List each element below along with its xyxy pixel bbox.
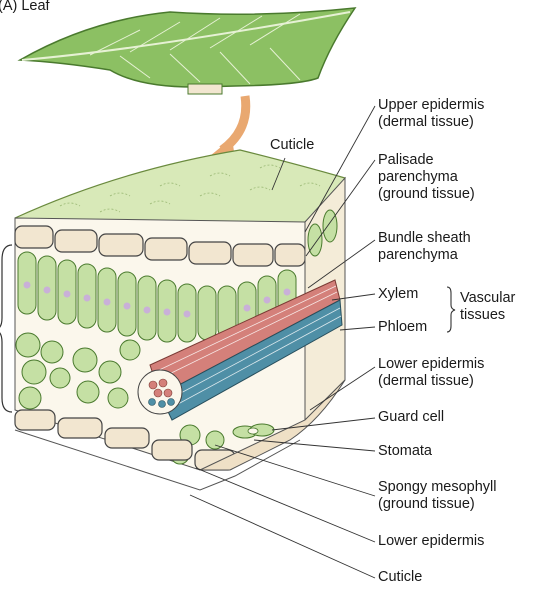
vascular-bracket [447, 287, 455, 332]
label-guard-cell: Guard cell [378, 409, 444, 426]
label-upper-epidermis: Upper epidermis (dermal tissue) [378, 97, 484, 131]
label-bundle-sheath: Bundle sheath parenchyma [378, 230, 471, 264]
label-vascular-tissues: Vascular tissues [460, 290, 515, 324]
label-spongy-mesophyll: Spongy mesophyll (ground tissue) [378, 479, 497, 513]
label-stomata: Stomata [378, 443, 432, 460]
label-lower-epidermis: Lower epidermis [378, 533, 484, 550]
label-cuticle-bottom: Cuticle [378, 569, 422, 586]
panel-label: (A) Leaf [0, 0, 50, 15]
label-palisade-parenchyma: Palisade parenchyma (ground tissue) [378, 152, 475, 203]
label-phloem: Phloem [378, 319, 427, 336]
mesophyll-bracket [0, 245, 12, 412]
label-lower-epidermis-dermal: Lower epidermis (dermal tissue) [378, 356, 484, 390]
leaf-illustration [20, 8, 355, 94]
leaf-cross-section-block [15, 150, 345, 490]
label-cuticle-top: Cuticle [270, 137, 314, 154]
label-xylem: Xylem [378, 286, 418, 303]
